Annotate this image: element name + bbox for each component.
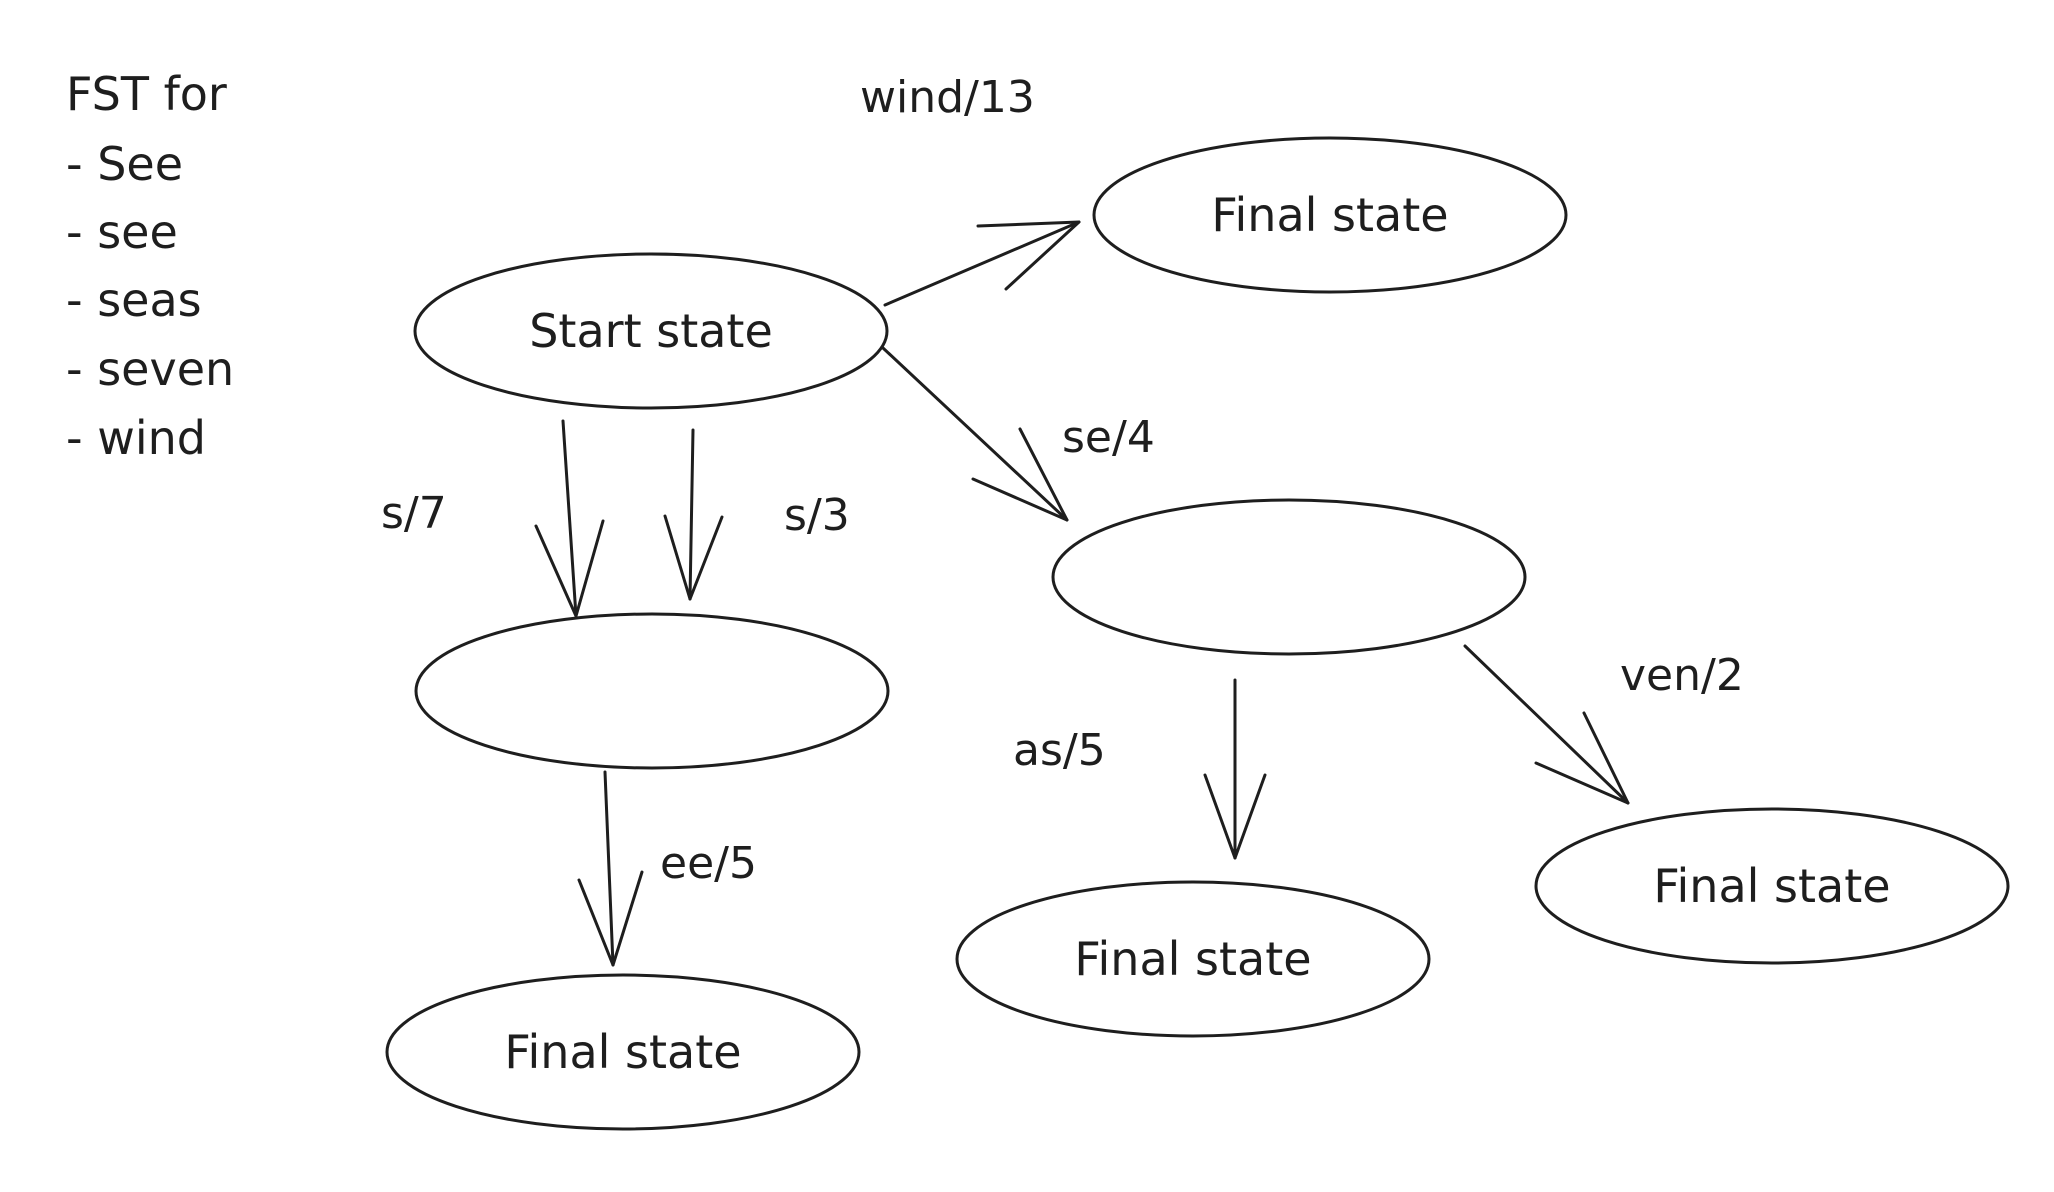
note-item-wind: - wind [66,411,206,465]
note-item-seven: - seven [66,342,234,396]
intermediate-state-ellipse[interactable] [414,612,890,770]
arrow-line[interactable] [688,428,695,601]
note-title: FST for [66,67,227,121]
arrowhead-icon [534,519,605,618]
edge-ee5[interactable]: ee/5 [577,770,757,967]
final-state-label: Final state [1653,859,1890,913]
edge-label-s3: s/3 [784,490,850,541]
final-state-ellipse[interactable] [1092,136,1568,294]
edge-label-se4: se/4 [1062,412,1155,463]
note-item-see: - see [66,205,178,259]
edge-label-ven2: ven/2 [1620,650,1744,701]
final-state-ellipse[interactable] [1534,807,2010,965]
start-state-ellipse[interactable] [413,252,889,410]
edge-label-ee5: ee/5 [660,838,757,889]
arrow-line[interactable] [561,419,578,618]
final-state-label: Final state [1074,932,1311,986]
final-state-ellipse[interactable] [955,880,1431,1038]
node-mid-se[interactable] [1051,498,1527,656]
node-final-ven[interactable]: Final state [1534,807,2010,965]
node-mid-s[interactable] [414,612,890,770]
intermediate-state-ellipse[interactable] [1051,498,1527,656]
edge-label-wind: wind/13 [860,72,1035,123]
node-start[interactable]: Start state [413,252,889,410]
edge-ven2[interactable]: ven/2 [1463,644,1744,805]
node-final-ee[interactable]: Final state [385,973,861,1131]
edge-label-as5: as/5 [1013,725,1106,776]
arrowhead-icon [663,514,724,601]
arrow-line[interactable] [1463,644,1630,805]
node-final-as[interactable]: Final state [955,880,1431,1038]
arrow-line[interactable] [883,220,1081,307]
edge-s3[interactable]: s/3 [663,428,850,601]
fst-note: FST for - See - see - seas - seven - win… [66,67,234,465]
edge-s7[interactable]: s/7 [381,419,605,618]
node-final-wind[interactable]: Final state [1092,136,1568,294]
final-state-ellipse[interactable] [385,973,861,1131]
note-item-seas: - seas [66,273,202,327]
arrow-line[interactable] [881,346,1069,522]
arrow-line[interactable] [603,770,615,967]
arrowhead-icon [971,427,1069,522]
final-state-label: Final state [504,1025,741,1079]
final-state-label: Final state [1211,188,1448,242]
note-item-see-capital: - See [66,137,183,191]
arrowhead-icon [577,870,644,967]
start-state-label: Start state [529,304,773,358]
edge-as5[interactable]: as/5 [1013,678,1267,860]
arrowhead-icon [1203,773,1267,860]
arrowhead-icon [976,220,1081,291]
edge-se4[interactable]: se/4 [881,346,1155,522]
edge-label-s7: s/7 [381,488,447,539]
edge-wind[interactable]: wind/13 [860,72,1081,307]
arrowhead-icon [1534,711,1630,805]
